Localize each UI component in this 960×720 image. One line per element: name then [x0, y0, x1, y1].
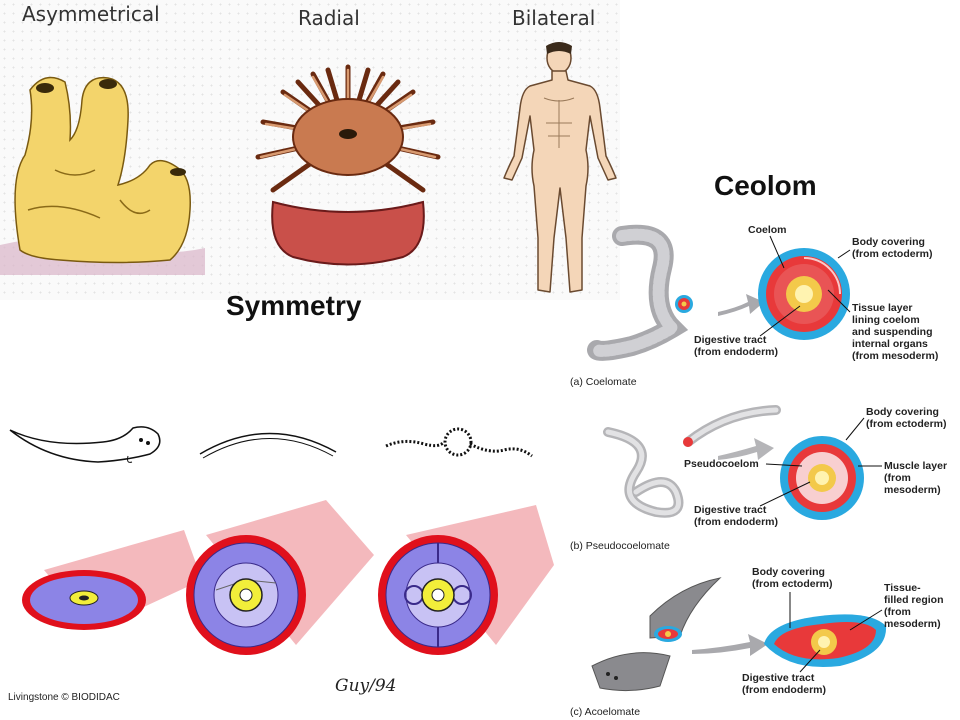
label-digestive-b: Digestive tract(from endoderm): [694, 504, 778, 528]
roundworm-outline: [199, 432, 337, 459]
acoelomate-flatworm: [591, 577, 722, 692]
human-figure-illustration: [503, 42, 617, 293]
credit-text: Livingstone © BIODIDAC: [8, 692, 120, 703]
symmetry-title: Symmetry: [226, 290, 362, 321]
radial-header: Radial: [298, 6, 360, 30]
label-body-covering-b: Body covering(from ectoderm): [866, 406, 947, 430]
coelomate-cross-section: [758, 248, 850, 340]
label-pseudocoelom: Pseudocoelom: [684, 458, 759, 470]
pseudocoelomate-worm: [603, 405, 781, 518]
flatworm-outline: [9, 426, 161, 463]
pseudocoelomate-arrow: [718, 438, 774, 460]
caption-coelomate: (a) Coelomate: [570, 376, 637, 388]
coelomate-tube: [378, 505, 554, 655]
annelid-outline: [385, 427, 533, 458]
label-muscle-layer: Muscle layer(from mesoderm): [884, 460, 948, 496]
coelomate-arrow: [718, 294, 764, 316]
label-body-covering-a: Body covering(from ectoderm): [852, 236, 933, 260]
coelom-title: Ceolom: [714, 170, 817, 201]
acoelomate-arrow: [692, 634, 768, 656]
label-body-covering-c: Body covering(from ectoderm): [752, 566, 833, 590]
pseudocoelomate-tube: [186, 500, 374, 655]
artist-signature: Guy/94: [335, 676, 397, 696]
label-digestive-a: Digestive tract(from endoderm): [694, 334, 778, 358]
label-digestive-c: Digestive tract(from endoderm): [742, 672, 826, 696]
acoelomate-cross-section: [764, 614, 887, 668]
acoelomate-tube: [22, 530, 202, 630]
coelomate-worm: [587, 224, 693, 361]
caption-pseudocoelomate: (b) Pseudocoelomate: [570, 540, 670, 552]
asymmetrical-header: Asymmetrical: [22, 2, 160, 26]
label-coelom: Coelom: [748, 224, 787, 236]
pseudocoelomate-cross-section: [780, 436, 864, 520]
caption-acoelomate: (c) Acoelomate: [570, 706, 641, 718]
sea-anemone-illustration: [255, 64, 441, 266]
sponge-illustration: [0, 76, 205, 275]
bilateral-header: Bilateral: [512, 6, 596, 30]
